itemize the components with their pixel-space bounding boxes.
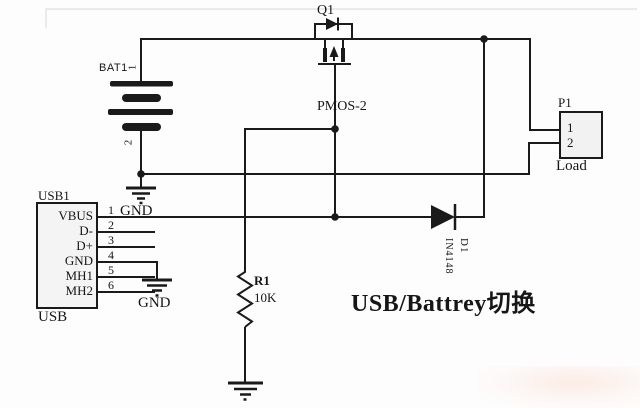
wire-battery-to-load-rail	[140, 38, 560, 131]
diode-symbol	[431, 204, 457, 230]
transistor-ref: Q1	[317, 3, 335, 18]
usb-pin-label-gnd: GND	[64, 253, 93, 268]
gnd-symbol-resistor	[228, 381, 263, 401]
junction-dot	[331, 125, 339, 133]
junction-dot	[480, 35, 488, 43]
gnd-symbol-usb	[142, 278, 172, 297]
usb-pin-number-4: 4	[108, 248, 114, 262]
usb-ref: USB1	[38, 188, 70, 203]
usb-pin-label-mh2: MH2	[65, 283, 93, 298]
diode-triangle	[431, 205, 455, 229]
pmos-transistor-symbol	[314, 17, 353, 65]
usb-connector-box	[36, 202, 98, 309]
load-label: Load	[556, 158, 587, 174]
load-connector-ref: P1	[558, 95, 572, 110]
load-pin2-number: 2	[567, 135, 574, 150]
wire-gate-to-resistor	[244, 128, 335, 270]
gnd-symbol-battery	[126, 186, 156, 205]
usb-gnd-label: GND	[138, 295, 171, 311]
body-diode-triangle	[326, 18, 338, 30]
usb-footer-label: USB	[38, 309, 68, 325]
junction-dots	[137, 35, 488, 221]
usb-pin-number-5: 5	[108, 263, 114, 277]
usb-pin-label-dplus: D+	[76, 238, 93, 253]
battery-pin2-number: 2	[122, 139, 135, 146]
usb-pin-label-mh1: MH1	[65, 268, 93, 283]
junction-dot	[331, 213, 339, 221]
usb-pin-number-3: 3	[108, 233, 114, 247]
battery-pin1-number: 1	[126, 64, 139, 71]
resistor-symbol	[236, 270, 254, 328]
battery-gnd-label: GND	[120, 203, 153, 219]
wire-gnd-to-load	[141, 142, 560, 175]
wire-usb-pin4	[97, 261, 158, 279]
battery-plate-long	[110, 81, 173, 87]
battery-plate-short	[122, 94, 161, 102]
load-connector-box	[559, 111, 603, 159]
diode-value: IN4148	[443, 238, 454, 275]
schematic-title: USB/Battrey切换	[351, 291, 536, 317]
battery-ref: BAT1	[99, 62, 128, 74]
battery-plate-short	[122, 123, 161, 131]
resistor-value: 10K	[254, 290, 277, 305]
usb-pin-label-dminus: D-	[79, 223, 93, 238]
usb-pin-number-2: 2	[108, 218, 114, 232]
usb-pin-label-vbus: VBUS	[58, 208, 93, 223]
page-border	[45, 8, 637, 28]
load-pin1-number: 1	[567, 120, 574, 135]
transistor-type-label: PMOS-2	[317, 99, 367, 114]
usb-pin-number-6: 6	[108, 278, 114, 292]
usb-pin-number-1: 1	[108, 203, 114, 217]
pmos-arrow	[329, 46, 339, 57]
junction-dot	[137, 170, 145, 178]
battery-symbol	[108, 81, 173, 131]
watermark-tint	[478, 366, 640, 408]
contact-bars	[323, 48, 345, 62]
resistor-ref: R1	[254, 273, 270, 288]
wire-diode-cathode	[455, 39, 485, 218]
wires	[97, 38, 560, 383]
battery-plate-long	[108, 109, 173, 115]
diode-ref: D1	[458, 238, 470, 254]
